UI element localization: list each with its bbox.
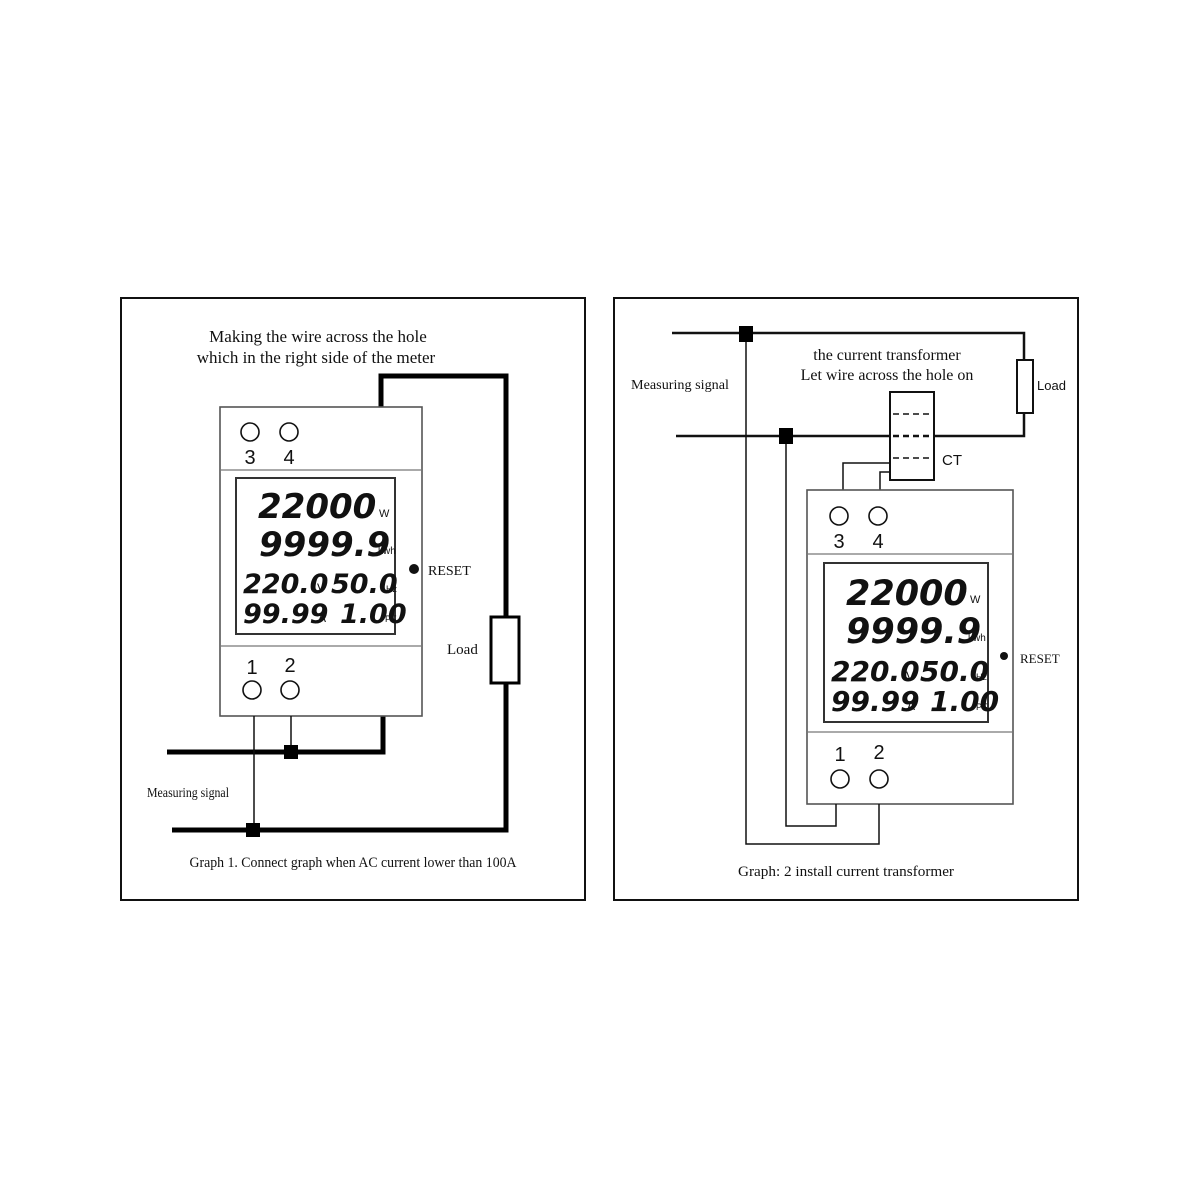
meter-1-terminal-1: [242, 680, 262, 700]
meter-1-terminal-2: [280, 680, 300, 700]
meter-1-energy-unit: kwh: [378, 546, 396, 557]
panel-1-load-resistor: [489, 615, 521, 685]
panel-1-title-line-1: Making the wire across the hole: [209, 327, 427, 346]
panel-2: the current transformer Let wire across …: [613, 297, 1079, 901]
meter-2-power-unit: W: [970, 594, 981, 606]
ct-lead-3: [842, 462, 890, 492]
meter-2-frequency-value: 50.0: [920, 655, 989, 688]
meter-1-voltage-unit: V: [317, 581, 325, 595]
panel-2-title-line-1: the current transformer: [813, 347, 961, 364]
meter-2-voltage-value: 220.0: [831, 655, 920, 688]
panel-1-junction-top: [284, 745, 298, 759]
meter-1-power-unit: W: [379, 508, 390, 520]
meter-2: 3 4 22000 W 9999.9 kwh 220.0 V 50.0 Hz 9…: [806, 489, 1014, 805]
panel-1-junction-bottom: [246, 823, 260, 837]
meter-1-current-value: 99.99: [243, 599, 328, 630]
meter-1: 3 4 22000 W 9999.9 kwh 220.0 V 50.0 Hz 9…: [219, 406, 423, 717]
meter-2-pf-unit: PF: [976, 702, 988, 712]
meter-2-energy-unit: kwh: [968, 633, 986, 644]
meter-2-current-value: 99.99: [831, 685, 920, 718]
meter-1-pf-unit: PF: [385, 614, 397, 624]
meter-1-terminal-1-label: 1: [246, 657, 257, 679]
ct-label: CT: [942, 452, 962, 469]
meter-1-terminal-3: [240, 422, 260, 442]
meter-1-terminal-2-label: 2: [284, 655, 295, 677]
panel-2-signal-wire-2: [785, 436, 837, 827]
meter-2-terminal-3-label: 3: [833, 531, 844, 553]
meter-1-terminal-4: [279, 422, 299, 442]
meter-2-terminal-1-label: 1: [834, 744, 845, 766]
meter-2-terminal-2: [869, 769, 889, 789]
panel-1-caption: Graph 1. Connect graph when AC current l…: [190, 855, 517, 871]
meter-1-frequency-unit: Hz: [386, 584, 397, 594]
panel-2-measuring-label: Measuring signal: [631, 378, 729, 393]
panel-2-signal-wire-1: [745, 333, 880, 845]
meter-1-terminal-3-label: 3: [244, 447, 255, 469]
meter-1-lcd: [235, 477, 396, 635]
meter-1-voltage-value: 220.0: [243, 569, 328, 600]
meter-2-terminal-1: [830, 769, 850, 789]
meter-1-reset-label: RESET: [428, 564, 471, 579]
meter-1-pf-value: 1.00: [340, 599, 407, 630]
panel-2-title-line-2: Let wire across the hole on: [801, 367, 974, 384]
meter-1-power-value: 22000: [258, 487, 376, 527]
panel-1-title-line-2: which in the right side of the meter: [197, 348, 436, 367]
meter-2-voltage-unit: V: [906, 669, 914, 683]
panel-2-load-resistor: [1016, 359, 1034, 414]
panel-1-return-wire: [172, 683, 509, 833]
meter-2-lcd: [823, 562, 989, 723]
meter-1-terminal-4-label: 4: [283, 447, 294, 469]
meter-2-terminal-3: [829, 506, 849, 526]
meter-1-energy-value: 9999.9: [259, 525, 390, 565]
meter-2-frequency-unit: Hz: [976, 672, 987, 682]
panel-1-measuring-label: Measuring signal: [147, 786, 229, 801]
meter-1-reset-dot: [409, 564, 419, 574]
meter-2-terminal-4: [868, 506, 888, 526]
panel-2-junction-lower: [779, 428, 793, 444]
meter-2-terminal-4-label: 4: [872, 531, 883, 553]
meter-2-terminal-2-label: 2: [873, 742, 884, 764]
meter-2-reset-label: RESET: [1020, 651, 1060, 666]
panel-2-junction-upper: [739, 326, 753, 342]
meter-2-reset-dot: [1000, 652, 1008, 660]
panel-1: Making the wire across the hole which in…: [120, 297, 586, 901]
meter-2-power-value: 22000: [846, 574, 968, 614]
panel-1-load-wire: [378, 373, 509, 617]
meter-1-current-unit: A: [318, 611, 326, 625]
ct-lead-4: [879, 471, 890, 492]
meter-2-current-unit: A: [907, 699, 915, 713]
meter-2-energy-value: 9999.9: [846, 612, 981, 652]
panel-2-load-label: Load: [1037, 378, 1066, 393]
panel-1-live-wire: [167, 716, 386, 755]
meter-1-frequency-value: 50.0: [331, 569, 398, 600]
panel-1-load-label: Load: [447, 642, 478, 658]
panel-2-caption: Graph: 2 install current transformer: [738, 864, 954, 880]
meter-2-pf-value: 1.00: [930, 685, 999, 718]
panel-2-upper-wire: [672, 331, 1026, 360]
